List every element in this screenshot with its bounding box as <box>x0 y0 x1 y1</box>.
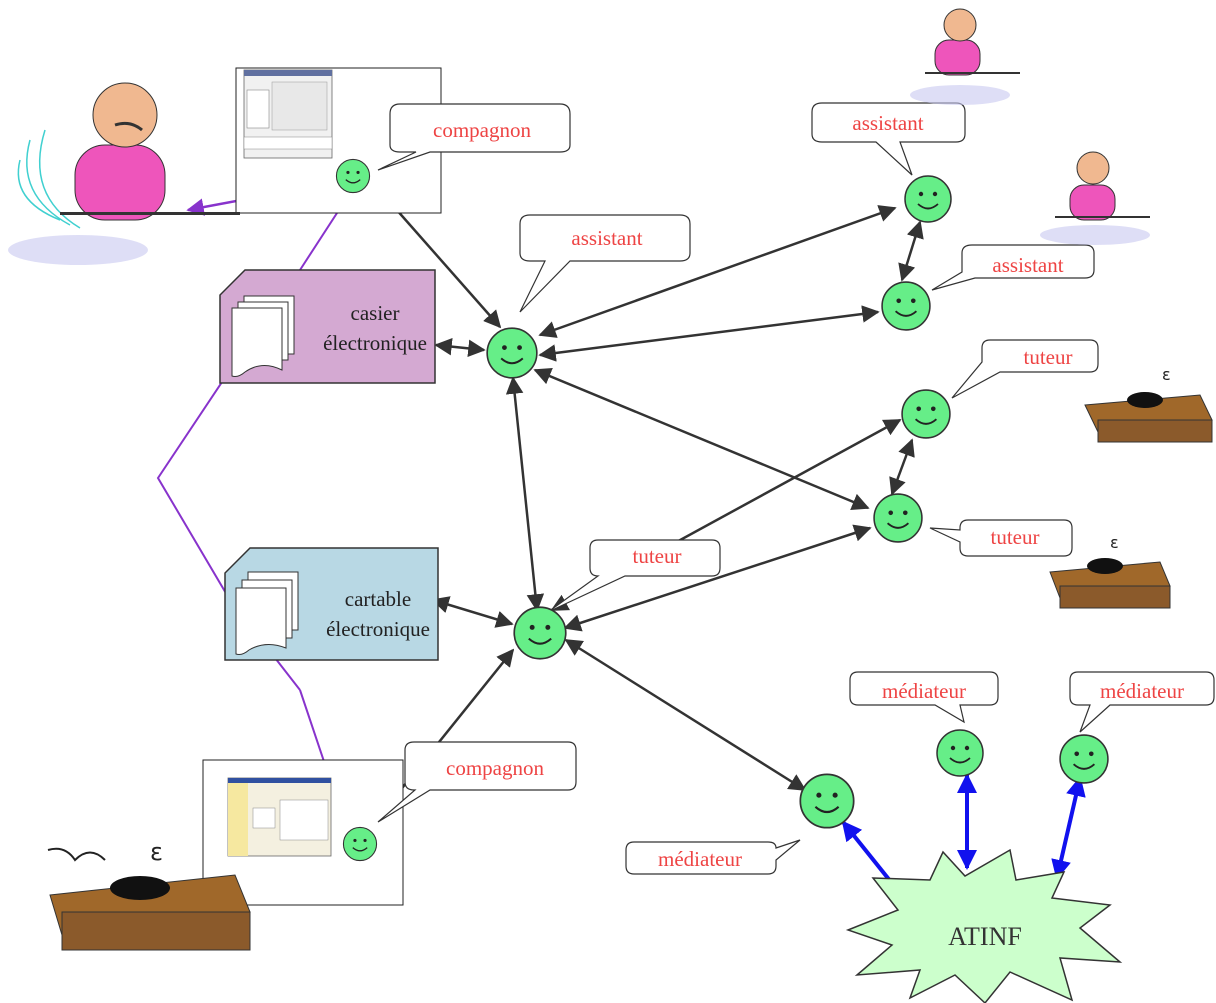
agent-mediateur-right <box>1059 734 1109 784</box>
blue-link-mediateur-right <box>1051 776 1086 880</box>
link-assistant-pair <box>898 220 924 282</box>
agent-assistant-top-right <box>904 175 952 223</box>
link-cartable-tuteur <box>431 596 514 628</box>
casier-label-2: électronique <box>323 331 427 355</box>
cartable-label-2: électronique <box>326 617 430 641</box>
label-tuteur-right-top: tuteur <box>1024 345 1073 369</box>
atinf-label: ATINF <box>948 922 1022 951</box>
desk-bottom-left: ε <box>47 838 251 951</box>
bubble-assistant-top-right: assistant <box>811 102 966 176</box>
label-mediateur-right: médiateur <box>1100 679 1184 703</box>
person-small-top-right-2 <box>1040 151 1150 245</box>
bubble-mediateur-right: médiateur <box>1069 671 1215 733</box>
label-assistant-right: assistant <box>992 253 1063 277</box>
agent-mediateur-mid <box>936 729 984 777</box>
casier-electronique: casier électronique <box>219 269 436 384</box>
link-casier-assistant <box>434 337 486 358</box>
bubble-compagnon-bottom: compagnon <box>377 741 577 823</box>
link-assistant-tuteur <box>533 367 870 511</box>
label-mediateur-left: médiateur <box>658 847 742 871</box>
label-tuteur-center: tuteur <box>633 544 682 568</box>
link-assistant-center-tuteur <box>505 376 545 612</box>
bubble-mediateur-mid: médiateur <box>849 671 999 724</box>
link-tuteur-tuteur-bottom <box>563 524 872 632</box>
agent-compagnon-bottom <box>342 826 378 862</box>
label-compagnon-bottom: compagnon <box>446 756 544 780</box>
label-compagnon-top: compagnon <box>433 118 531 142</box>
agent-tuteur-right-bottom <box>873 493 923 543</box>
svg-text:ε: ε <box>150 838 163 866</box>
agent-mediateur-left <box>799 773 855 829</box>
atinf-starburst: ATINF <box>845 848 1123 1003</box>
casier-label-1: casier <box>351 301 400 325</box>
link-assistant-assistant-right <box>538 305 880 362</box>
label-tuteur-right-bottom: tuteur <box>991 525 1040 549</box>
bubble-tuteur-right-bottom: tuteur <box>929 519 1073 557</box>
agent-assistant-center <box>486 327 538 379</box>
link-tuteur-mediateur <box>564 638 807 792</box>
bubble-assistant-right: assistant <box>931 244 1095 291</box>
bubble-assistant-center: assistant <box>519 214 691 313</box>
cartable-label-1: cartable <box>345 587 411 611</box>
desk-top-right: ε <box>1084 365 1213 443</box>
link-tuteur-pair <box>889 438 915 496</box>
svg-text:ε: ε <box>1110 533 1119 552</box>
bubble-compagnon-top: compagnon <box>377 103 571 171</box>
label-mediateur-mid: médiateur <box>882 679 966 703</box>
label-assistant-top-right: assistant <box>852 111 923 135</box>
bubble-tuteur-right-top: tuteur <box>951 339 1099 399</box>
person-small-top-right-1 <box>910 8 1020 105</box>
svg-text:ε: ε <box>1162 365 1171 384</box>
cartable-electronique: cartable électronique <box>224 547 439 661</box>
label-assistant-center: assistant <box>571 226 642 250</box>
agent-tuteur-right-top <box>901 389 951 439</box>
agent-assistant-right <box>881 281 931 331</box>
agent-tuteur-center <box>513 606 567 660</box>
agent-compagnon-top <box>335 158 371 194</box>
bubble-tuteur-center: tuteur <box>547 539 721 613</box>
bubble-mediateur-left: médiateur <box>625 839 801 875</box>
person-large-top-left <box>8 82 240 265</box>
desk-mid-right: ε <box>1049 533 1171 609</box>
